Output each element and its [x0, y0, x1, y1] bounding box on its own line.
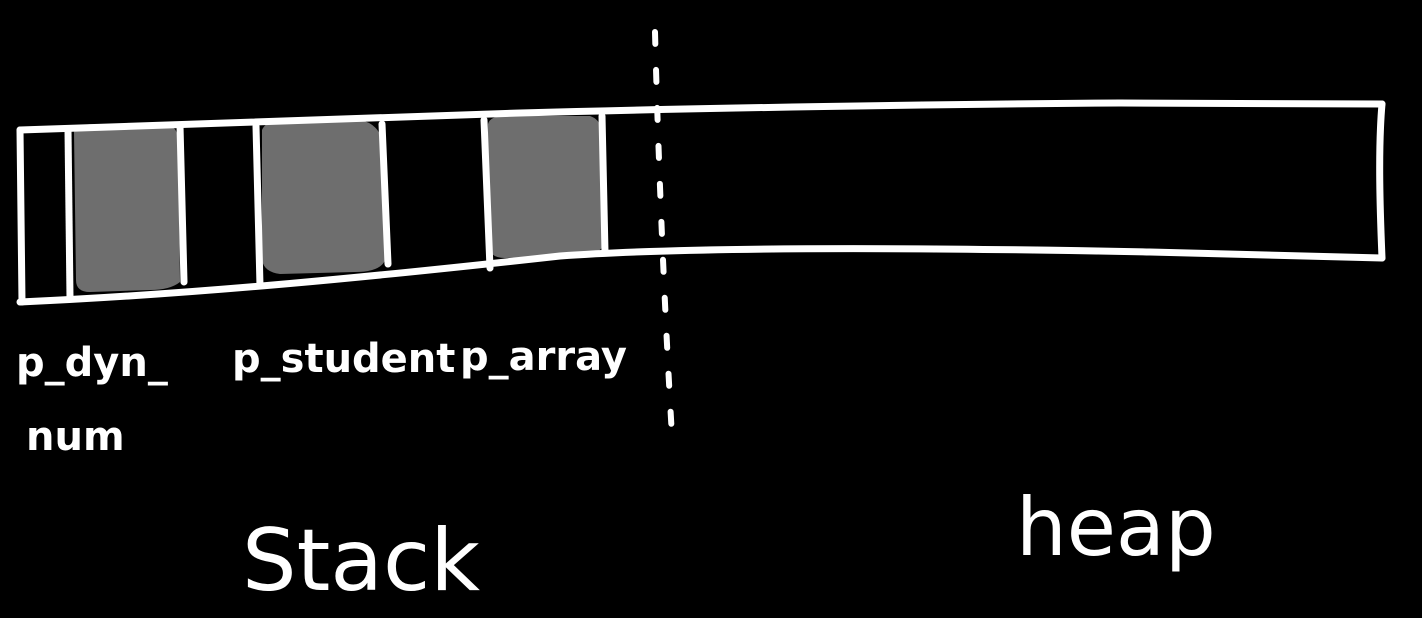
- stack-heap-boundary: [652, 29, 675, 439]
- label-p-dyn-num-line2: num: [26, 414, 125, 460]
- region-label-heap: heap: [1016, 481, 1216, 574]
- label-p-dyn-num-line1: p_dyn_: [16, 340, 168, 386]
- memory-strip-bottom-edge: [16, 245, 1386, 306]
- memory-strip-right-edge: [1376, 100, 1386, 262]
- p-dyn-num-slot-fill: [74, 124, 180, 292]
- memory-strip-top-edge: [16, 99, 1386, 134]
- slot-divider-4: [378, 120, 392, 268]
- label-p-student: p_student: [232, 336, 455, 382]
- slot-divider-6: [598, 112, 609, 256]
- slot-divider-2: [176, 122, 188, 286]
- slot-divider-1: [64, 126, 74, 302]
- p-student-slot-fill: [262, 120, 386, 274]
- label-p-array: p_array: [460, 334, 627, 380]
- slot-divider-5: [480, 116, 494, 272]
- memory-strip-left-edge: [16, 126, 26, 306]
- p-array-slot-fill: [488, 116, 604, 258]
- region-label-stack: Stack: [242, 511, 480, 611]
- slot-divider-3: [252, 122, 264, 290]
- memory-strip: [16, 99, 1386, 306]
